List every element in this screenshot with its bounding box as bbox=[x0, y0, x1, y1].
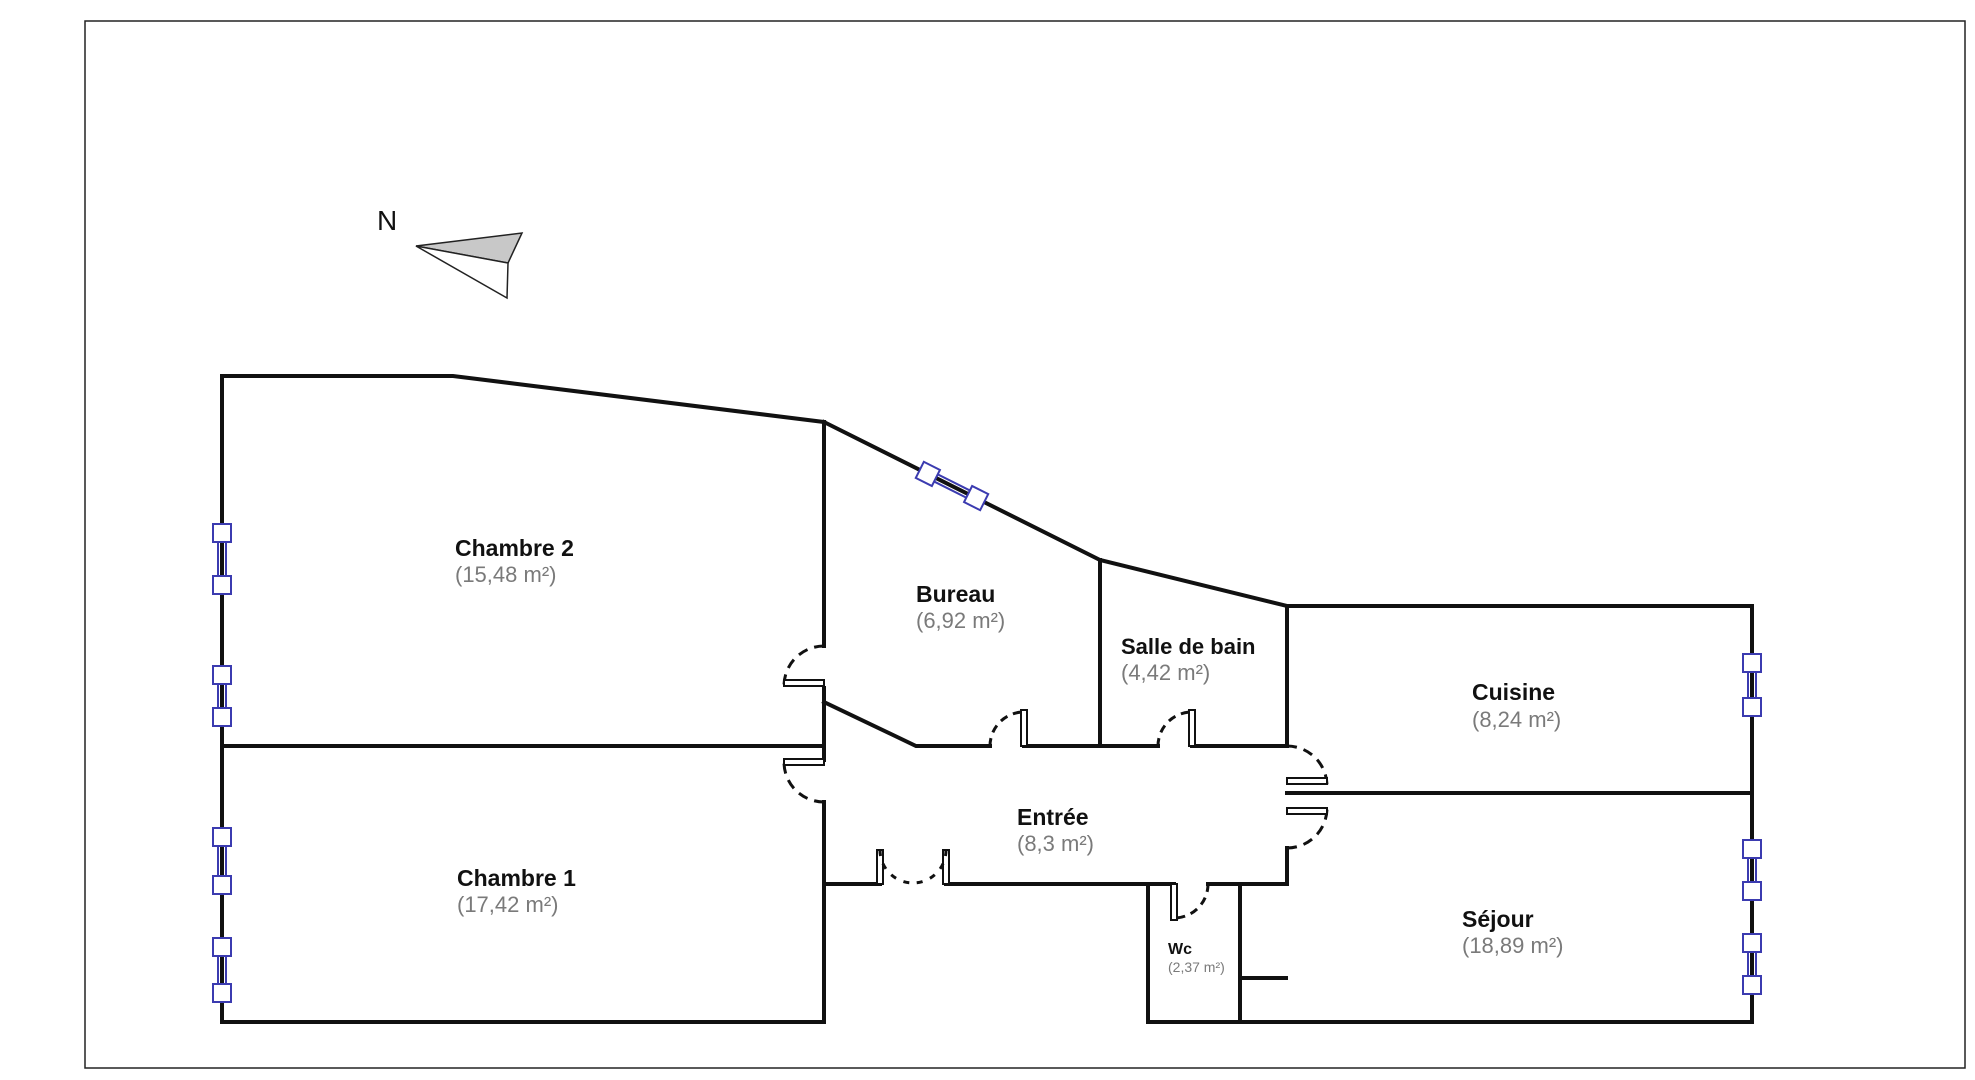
door-cuisine-icon bbox=[1286, 744, 1329, 787]
window-bureau-icon bbox=[914, 460, 990, 512]
room-label-salle-de-bain: Salle de bain (4,42 m²) bbox=[1121, 634, 1256, 685]
room-area: (2,37 m²) bbox=[1168, 959, 1225, 975]
room-area: (6,92 m²) bbox=[916, 608, 1005, 633]
room-area: (18,89 m²) bbox=[1462, 933, 1563, 958]
door-sejour-icon bbox=[1286, 807, 1329, 850]
doors bbox=[782, 644, 1329, 921]
room-name: Bureau bbox=[916, 581, 995, 607]
room-area: (8,3 m²) bbox=[1017, 831, 1094, 856]
room-area: (4,42 m²) bbox=[1121, 660, 1210, 685]
room-name: Wc bbox=[1168, 941, 1192, 958]
wall-bureau-north bbox=[821, 419, 1290, 609]
room-name: Salle de bain bbox=[1121, 634, 1256, 659]
door-entree-double-icon bbox=[876, 849, 950, 885]
room-labels: Chambre 2 (15,48 m²) Bureau (6,92 m²) Sa… bbox=[455, 535, 1563, 975]
room-label-chambre-2: Chambre 2 (15,48 m²) bbox=[455, 535, 574, 587]
north-compass-icon: N bbox=[377, 205, 524, 300]
door-wc-icon bbox=[1170, 883, 1210, 921]
door-chambre1-icon bbox=[782, 758, 825, 804]
room-area: (17,42 m²) bbox=[457, 892, 558, 917]
plan-frame bbox=[84, 20, 1966, 1069]
window-chambre1-a-icon bbox=[212, 827, 232, 895]
room-name: Chambre 2 bbox=[455, 535, 574, 561]
door-chambre2-icon bbox=[782, 644, 825, 687]
door-bureau-icon bbox=[988, 709, 1028, 747]
room-name: Cuisine bbox=[1472, 679, 1555, 705]
room-name: Séjour bbox=[1462, 906, 1534, 932]
compass-label: N bbox=[377, 205, 397, 236]
room-area: (8,24 m²) bbox=[1472, 707, 1561, 732]
windows bbox=[212, 460, 1762, 1003]
window-chambre2-b-icon bbox=[212, 665, 232, 727]
room-label-sejour: Séjour (18,89 m²) bbox=[1462, 906, 1563, 958]
window-chambre1-b-icon bbox=[212, 937, 232, 1003]
door-sdb-icon bbox=[1156, 709, 1196, 747]
room-name: Chambre 1 bbox=[457, 865, 576, 891]
wall-north-left bbox=[220, 374, 827, 425]
room-area: (15,48 m²) bbox=[455, 562, 556, 587]
wall-bureau-south bbox=[821, 699, 992, 748]
room-name: Entrée bbox=[1017, 804, 1089, 830]
room-label-cuisine: Cuisine (8,24 m²) bbox=[1472, 679, 1561, 732]
window-chambre2-a-icon bbox=[212, 523, 232, 595]
walls bbox=[220, 374, 1754, 1024]
window-sejour-a-icon bbox=[1742, 839, 1762, 901]
window-cuisine-icon bbox=[1742, 653, 1762, 717]
room-label-bureau: Bureau (6,92 m²) bbox=[916, 581, 1005, 633]
room-label-entree: Entrée (8,3 m²) bbox=[1017, 804, 1094, 856]
window-sejour-b-icon bbox=[1742, 933, 1762, 995]
room-label-chambre-1: Chambre 1 (17,42 m²) bbox=[457, 865, 576, 917]
room-label-wc: Wc (2,37 m²) bbox=[1168, 941, 1225, 975]
